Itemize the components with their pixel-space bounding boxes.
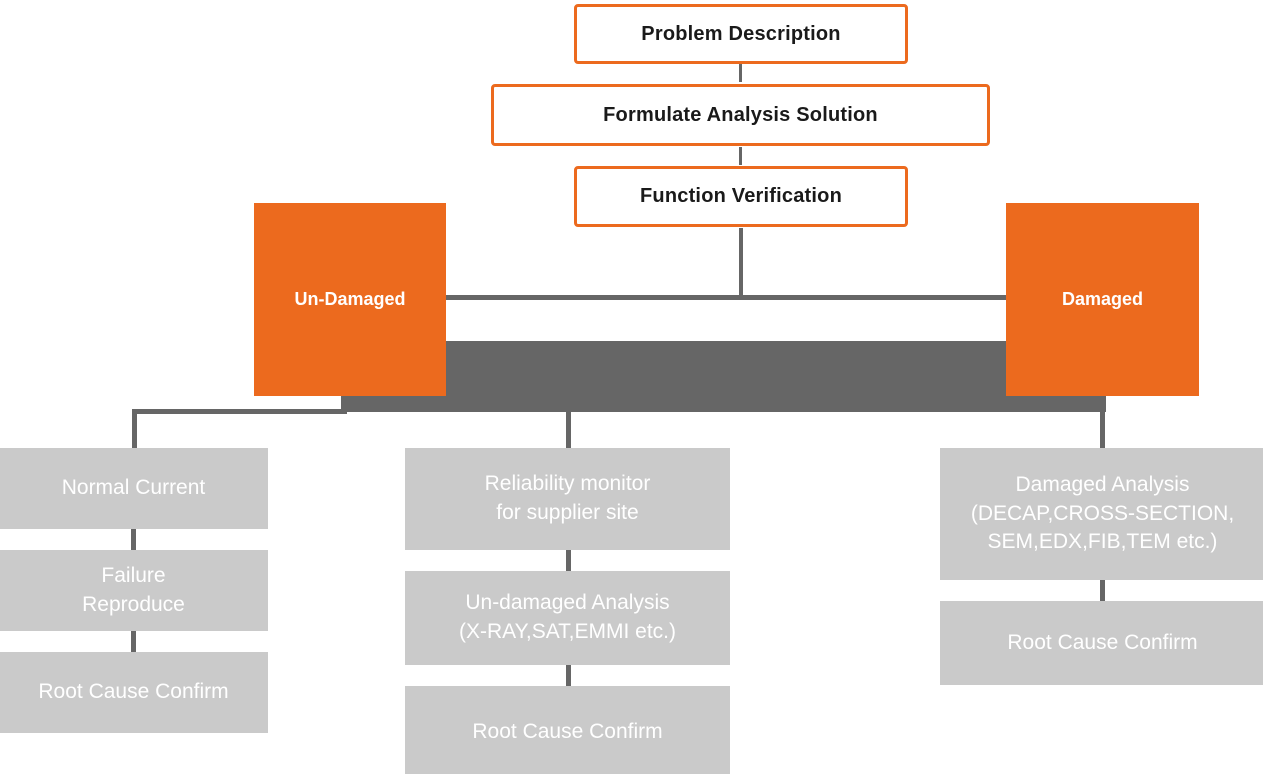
node-reliability-monitor[interactable]: Reliability monitor for supplier site xyxy=(405,448,730,550)
node-formulate-analysis-solution-label: Formulate Analysis Solution xyxy=(603,103,878,126)
node-root-cause-confirm-middle-label: Root Cause Confirm xyxy=(472,719,663,743)
node-damaged-analysis-label: Damaged Analysis (DECAP,CROSS-SECTION, S… xyxy=(970,472,1235,554)
node-reliability-monitor-label: Reliability monitor for supplier site xyxy=(484,472,651,524)
node-normal-current-label: Normal Current xyxy=(61,476,206,500)
node-damaged-label: Damaged xyxy=(1061,289,1144,309)
connector-undamaged-analysis-to-root-cause xyxy=(566,665,571,686)
node-function-verification-label: Function Verification xyxy=(640,185,842,207)
node-failure-reproduce-label: Failure Reproduce xyxy=(82,563,185,616)
node-root-cause-confirm-right-label: Root Cause Confirm xyxy=(1007,630,1198,654)
node-root-cause-confirm-left-label: Root Cause Confirm xyxy=(38,680,229,704)
node-normal-current[interactable]: Normal Current xyxy=(0,448,268,529)
connector-formulate-to-function xyxy=(739,147,742,165)
node-un-damaged-analysis-label: Un-damaged Analysis (X-RAY,SAT,EMMI etc.… xyxy=(458,591,677,643)
node-problem-description-label: Problem Description xyxy=(641,22,841,45)
distribution-band-lower xyxy=(341,392,1106,412)
connector-drop-right xyxy=(1100,409,1105,448)
node-problem-description[interactable]: Problem Description xyxy=(574,4,908,64)
connector-problem-to-formulate xyxy=(739,64,742,82)
node-root-cause-confirm-middle[interactable]: Root Cause Confirm xyxy=(405,686,730,774)
connector-split-horizontal xyxy=(440,295,1012,300)
node-function-verification[interactable]: Function Verification xyxy=(574,166,908,227)
node-damaged-analysis[interactable]: Damaged Analysis (DECAP,CROSS-SECTION, S… xyxy=(940,448,1263,580)
connector-drop-middle xyxy=(566,409,571,448)
node-formulate-analysis-solution[interactable]: Formulate Analysis Solution xyxy=(491,84,990,146)
connector-failure-reproduce-to-root-cause xyxy=(131,631,136,652)
node-failure-reproduce[interactable]: Failure Reproduce xyxy=(0,550,268,631)
connector-function-to-split xyxy=(739,228,743,300)
connector-reliability-to-undamaged-analysis xyxy=(566,550,571,571)
node-un-damaged-analysis[interactable]: Un-damaged Analysis (X-RAY,SAT,EMMI etc.… xyxy=(405,571,730,665)
node-un-damaged-label: Un-Damaged xyxy=(294,289,406,309)
connector-damaged-analysis-to-root-cause xyxy=(1100,580,1105,601)
connector-distribution-left xyxy=(132,409,347,414)
connector-drop-left xyxy=(132,409,137,448)
node-root-cause-confirm-left[interactable]: Root Cause Confirm xyxy=(0,652,268,733)
node-damaged[interactable]: Damaged xyxy=(1006,203,1199,396)
node-root-cause-confirm-right[interactable]: Root Cause Confirm xyxy=(940,601,1263,685)
node-un-damaged[interactable]: Un-Damaged xyxy=(254,203,446,396)
connector-normal-current-to-failure-reproduce xyxy=(131,529,136,550)
